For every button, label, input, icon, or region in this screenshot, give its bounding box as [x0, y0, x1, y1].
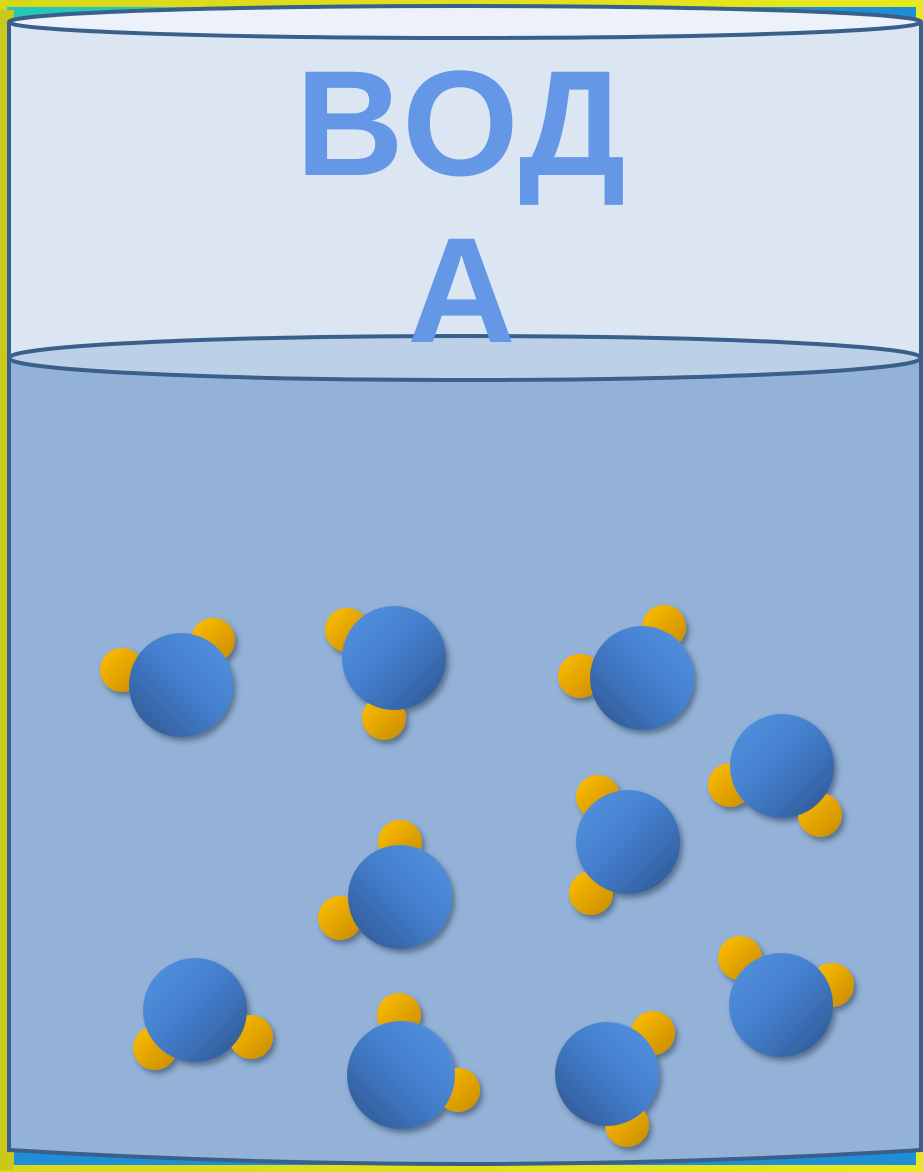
beaker-rim: [7, 4, 923, 40]
water-surface: [7, 334, 923, 382]
title-line-1: ВОД: [295, 39, 628, 207]
water-molecule: [347, 993, 480, 1129]
water-molecule: [708, 714, 842, 837]
water-molecule: [569, 775, 680, 915]
water-body: [7, 355, 923, 1166]
water-molecule: [133, 958, 273, 1070]
title-line-2: А: [407, 206, 516, 374]
water-molecule: [558, 605, 694, 730]
water-molecule: [718, 936, 854, 1057]
water-molecule: [555, 1011, 675, 1147]
water-molecule: [318, 820, 452, 949]
beaker-glass: [9, 22, 921, 362]
water-molecule: [100, 618, 235, 737]
water-molecule: [325, 606, 446, 740]
